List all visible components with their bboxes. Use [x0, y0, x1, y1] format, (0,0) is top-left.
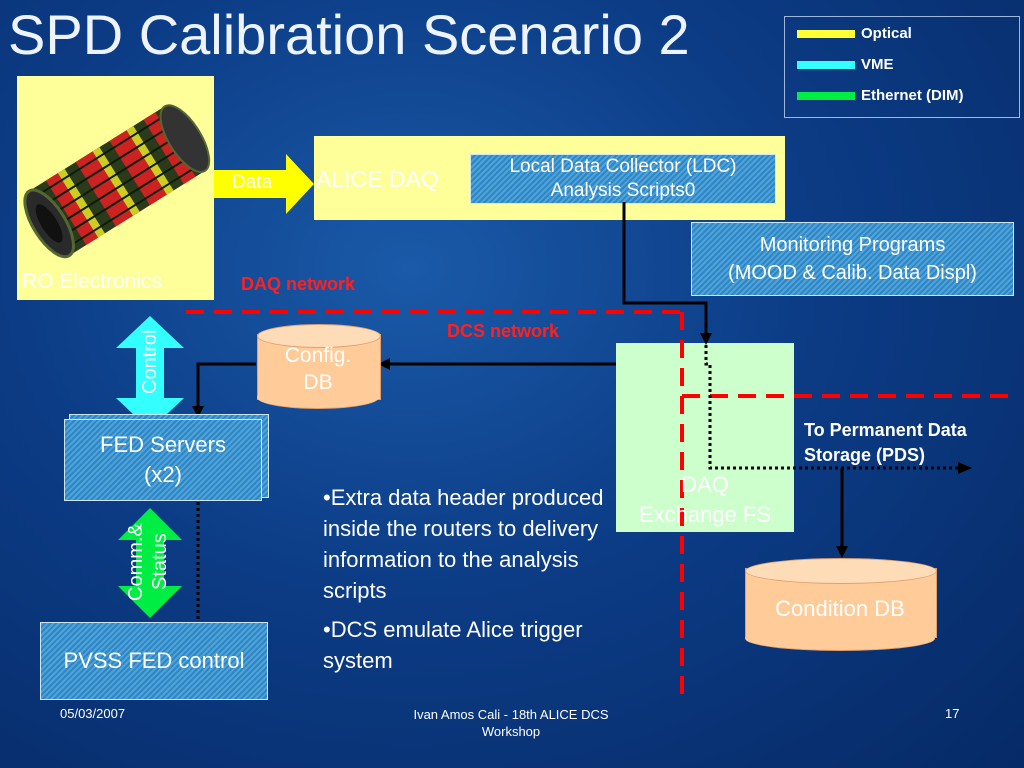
config-db-line1: Config. — [284, 344, 352, 367]
fed-servers-count: (x2) — [144, 462, 182, 487]
monitoring-programs-box: Monitoring Programs (MOOD & Calib. Data … — [691, 222, 1014, 296]
legend-label: Optical — [861, 25, 912, 42]
config-db-top — [257, 324, 381, 348]
ldc-title: Local Data Collector (LDC) — [509, 156, 737, 177]
exchange-dotted-line — [704, 345, 960, 470]
footer-center-line1: Ivan Amos Cali - 18th ALICE DCS — [413, 707, 609, 722]
comm-status-line2: Status — [149, 533, 171, 591]
bullet-item: •Extra data header produced inside the r… — [323, 485, 604, 603]
legend-label: Ethernet (DIM) — [861, 87, 964, 104]
ro-electronics-box — [17, 76, 214, 300]
footer-date: 05/03/2007 — [60, 706, 126, 721]
ro-electronics-label: RO Electronics — [22, 270, 163, 293]
bullet-item: •DCS emulate Alice trigger system — [323, 617, 583, 673]
pds-line2: Storage (PDS) — [804, 445, 926, 465]
data-arrow-shape — [214, 154, 314, 214]
daq-exchange-label: DAQ Exchange FS — [616, 470, 794, 530]
ldc-subtitle: Analysis Scripts0 — [550, 180, 696, 201]
daq-exchange-line1: DAQ — [681, 472, 729, 497]
fed-servers-title: FED Servers — [100, 432, 226, 457]
slide-title: SPD Calibration Scenario 2 — [8, 3, 690, 66]
daq-network-label: DAQ network — [241, 274, 356, 294]
fed-servers-box: FED Servers (x2) — [64, 419, 262, 501]
ldc-to-exchange-line — [622, 202, 708, 335]
data-arrow-label: Data — [232, 172, 273, 193]
daq-exchange-box — [616, 343, 794, 532]
ldc-box: Local Data Collector (LDC) Analysis Scri… — [470, 154, 776, 204]
legend-label: VME — [861, 56, 894, 73]
footer-page-number: 17 — [945, 706, 960, 721]
optical-swatch — [797, 29, 855, 38]
comm-status-arrow — [118, 508, 182, 618]
pds-line1: To Permanent Data — [804, 420, 967, 440]
daq-exchange-line2: Exchange FS — [638, 502, 772, 527]
control-label: Control — [139, 329, 161, 395]
condition-db-label: Condition DB — [775, 596, 905, 621]
alice-daq-label: ALICE DAQ — [316, 166, 439, 192]
condition-db-bottom — [745, 626, 935, 651]
legend: Optical VME Ethernet (DIM) — [784, 16, 1020, 118]
condition-db-top — [745, 558, 937, 584]
comm-status-label: Comm.& Status — [124, 510, 176, 614]
footer-center-line2: Workshop — [481, 724, 541, 739]
pvss-fed-control-box: PVSS FED control — [40, 622, 268, 700]
comm-status-line1: Comm.& — [125, 523, 147, 601]
legend-item-ethernet: Ethernet (DIM) — [797, 87, 964, 104]
config-db-label: Config. DB — [257, 342, 379, 396]
monitoring-subtitle: (MOOD & Calib. Data Displ) — [728, 262, 977, 284]
ethernet-swatch — [797, 91, 855, 100]
config-db-bottom — [257, 386, 379, 409]
legend-item-optical: Optical — [797, 25, 912, 42]
bullet-list: •Extra data header produced inside the r… — [323, 482, 613, 684]
config-to-fed-line — [196, 362, 256, 408]
monitoring-title: Monitoring Programs — [759, 234, 946, 256]
legend-item-vme: VME — [797, 56, 894, 73]
vme-swatch — [797, 60, 855, 69]
config-db-line2: DB — [303, 371, 333, 394]
footer-center: Ivan Amos Cali - 18th ALICE DCS Workshop — [380, 706, 642, 740]
detector-image — [23, 104, 211, 259]
pds-label: To Permanent Data Storage (PDS) — [804, 418, 967, 468]
dcs-network-label: DCS network — [447, 321, 560, 341]
control-arrow — [116, 316, 184, 430]
